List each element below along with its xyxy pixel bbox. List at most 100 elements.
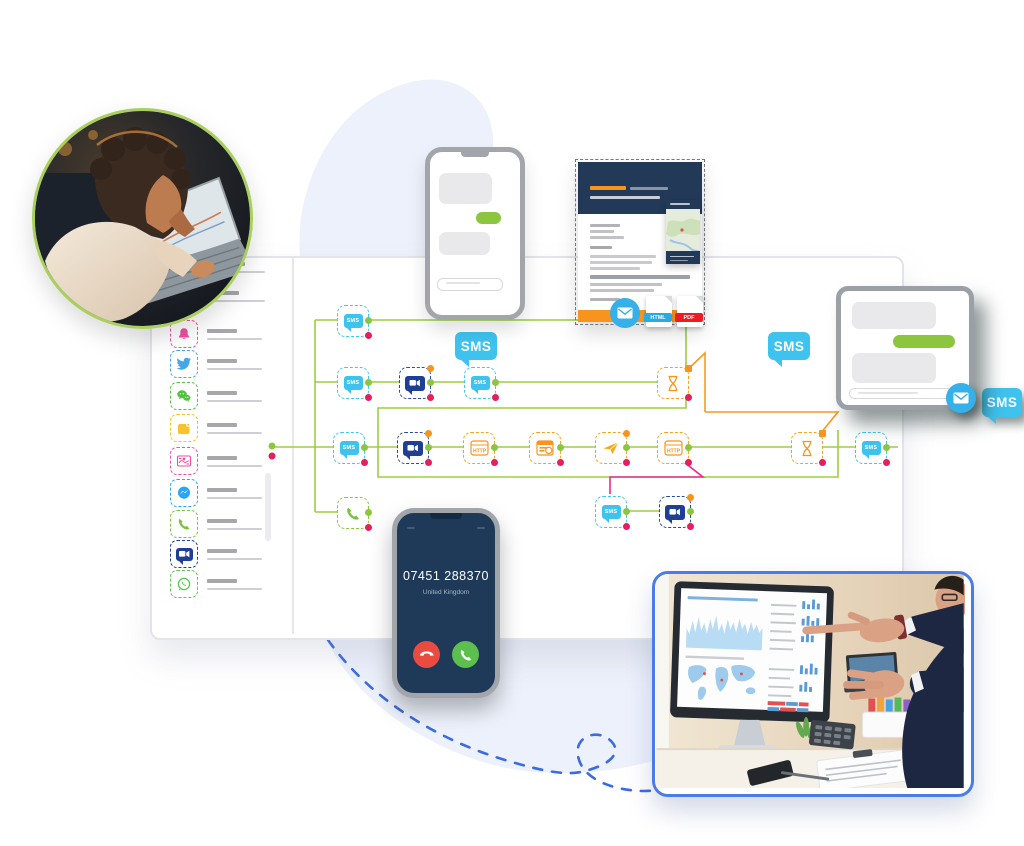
- flow-node-send[interactable]: [595, 430, 630, 466]
- fail-port-dot: [819, 459, 826, 466]
- flow-node-http[interactable]: HTTP: [657, 432, 692, 466]
- sms-bubble-icon: SMS: [861, 441, 881, 459]
- flow-node-sms[interactable]: SMS: [464, 367, 499, 401]
- flow-node-sms[interactable]: SMS: [333, 432, 368, 466]
- sms-bubble-icon: SMS: [343, 314, 363, 332]
- fail-port-dot: [365, 394, 372, 401]
- paper-plane-icon: [603, 441, 619, 454]
- hang-up-icon: [419, 650, 434, 656]
- sidebar-item-label-placeholder: [207, 487, 262, 499]
- canvas-scrollbar[interactable]: [265, 473, 271, 541]
- video-chat-icon: [170, 540, 198, 568]
- pdf-file-icon: PDF: [675, 296, 703, 327]
- sms-tooltip: SMS: [768, 332, 810, 367]
- sidebar-item-label-placeholder: [207, 358, 262, 370]
- decline-call-button[interactable]: [413, 641, 440, 668]
- fail-port-dot: [365, 524, 372, 531]
- timer-port-dot: [425, 430, 432, 437]
- sidebar-item-wechat[interactable]: [170, 382, 262, 410]
- success-port-dot: [685, 444, 692, 451]
- video-chat-icon: [403, 440, 423, 460]
- sidebar-item-notifications[interactable]: [170, 320, 262, 348]
- fail-port-dot: [361, 459, 368, 466]
- message-input[interactable]: [437, 278, 503, 291]
- received-message-bubble: [439, 232, 490, 255]
- sent-message-bubble: [476, 212, 501, 224]
- http-label: HTTP: [472, 448, 486, 454]
- woman-laptop-photo: [32, 108, 253, 329]
- sms-label: SMS: [473, 380, 487, 386]
- flow-node-http[interactable]: HTTP: [463, 432, 498, 466]
- flow-node-video-chat[interactable]: [659, 494, 694, 530]
- phone-chat-mockup: [425, 147, 525, 320]
- sms-bubble-icon: SMS: [339, 441, 359, 459]
- sent-message-bubble: [893, 335, 955, 348]
- sms-tooltip-label: SMS: [773, 338, 805, 354]
- dashed-connector-line: [326, 638, 702, 793]
- timer-port-dot: [819, 430, 826, 437]
- success-port-dot: [623, 508, 630, 515]
- html-file-label: HTML: [644, 313, 672, 322]
- whatsapp-icon: [170, 570, 198, 598]
- hourglass-icon: [802, 440, 812, 456]
- flow-node-wait[interactable]: [791, 430, 826, 466]
- sms-label: SMS: [346, 380, 360, 386]
- monitor-screen: [670, 581, 834, 723]
- message-input[interactable]: [849, 388, 953, 399]
- sidebar-item-whatsapp[interactable]: [170, 570, 262, 598]
- sms-tooltip: SMS: [455, 332, 497, 367]
- flow-node-video-chat[interactable]: [399, 365, 434, 401]
- flow-node-sms[interactable]: SMS: [595, 496, 630, 530]
- sidebar-item-messenger[interactable]: [170, 479, 262, 507]
- sidebar-item-label-placeholder: [207, 328, 262, 340]
- sidebar-item-twitter[interactable]: [170, 350, 262, 378]
- flow-node-voice-call[interactable]: [337, 497, 372, 531]
- http-label: HTTP: [666, 448, 680, 454]
- success-port-dot: [427, 379, 434, 386]
- success-port-dot: [365, 509, 372, 516]
- incoming-call-mockup: 07451 288370 United Kingdom: [392, 508, 500, 698]
- sms-label: SMS: [342, 445, 356, 451]
- sms-label: SMS: [346, 318, 360, 324]
- video-chat-icon: [405, 375, 425, 395]
- wechat-icon: [170, 382, 198, 410]
- report-icon: [536, 440, 554, 456]
- success-port-dot: [491, 444, 498, 451]
- phone-notch: [430, 513, 462, 519]
- flow-node-sms[interactable]: SMS: [337, 367, 372, 401]
- flow-node-wait[interactable]: [657, 365, 692, 401]
- success-port-dot: [557, 444, 564, 451]
- flow-node-video-chat[interactable]: [397, 430, 432, 466]
- sidebar-item-label-placeholder: [207, 390, 262, 402]
- html-file-icon: HTML: [644, 296, 672, 327]
- sms-tooltip: SMS: [982, 388, 1022, 424]
- flow-node-sms[interactable]: SMS: [337, 305, 372, 339]
- accept-call-button[interactable]: [452, 641, 479, 668]
- sidebar-item-rich-messaging[interactable]: [170, 447, 262, 475]
- caller-location: United Kingdom: [422, 589, 470, 596]
- http-request-icon: HTTP: [663, 440, 683, 456]
- sms-label: SMS: [604, 509, 618, 515]
- fail-port-dot: [557, 459, 564, 466]
- phone-icon: [347, 507, 360, 520]
- sms-bubble-icon: SMS: [601, 505, 621, 523]
- rich-messaging-icon: [170, 447, 198, 475]
- flow-node-report[interactable]: [529, 432, 564, 466]
- email-template-mockup: HTML PDF: [575, 159, 705, 328]
- sidebar-item-label-placeholder: [207, 422, 262, 434]
- received-message-bubble: [439, 173, 492, 204]
- flow-node-sms[interactable]: SMS: [855, 432, 890, 466]
- sidebar-item-video-chat[interactable]: [170, 540, 262, 568]
- sidebar-item-label-placeholder: [207, 518, 262, 530]
- timer-port-dot: [427, 365, 434, 372]
- phone-notch: [461, 152, 489, 157]
- success-port-dot: [361, 444, 368, 451]
- sms-bubble-icon: SMS: [470, 376, 490, 394]
- sidebar-item-label-placeholder: [207, 455, 262, 467]
- sidebar-item-voice-call[interactable]: [170, 510, 262, 538]
- twitter-icon: [170, 350, 198, 378]
- mail-icon: [610, 298, 640, 328]
- success-port-dot: [883, 444, 890, 451]
- sidebar-item-notes[interactable]: [170, 414, 262, 442]
